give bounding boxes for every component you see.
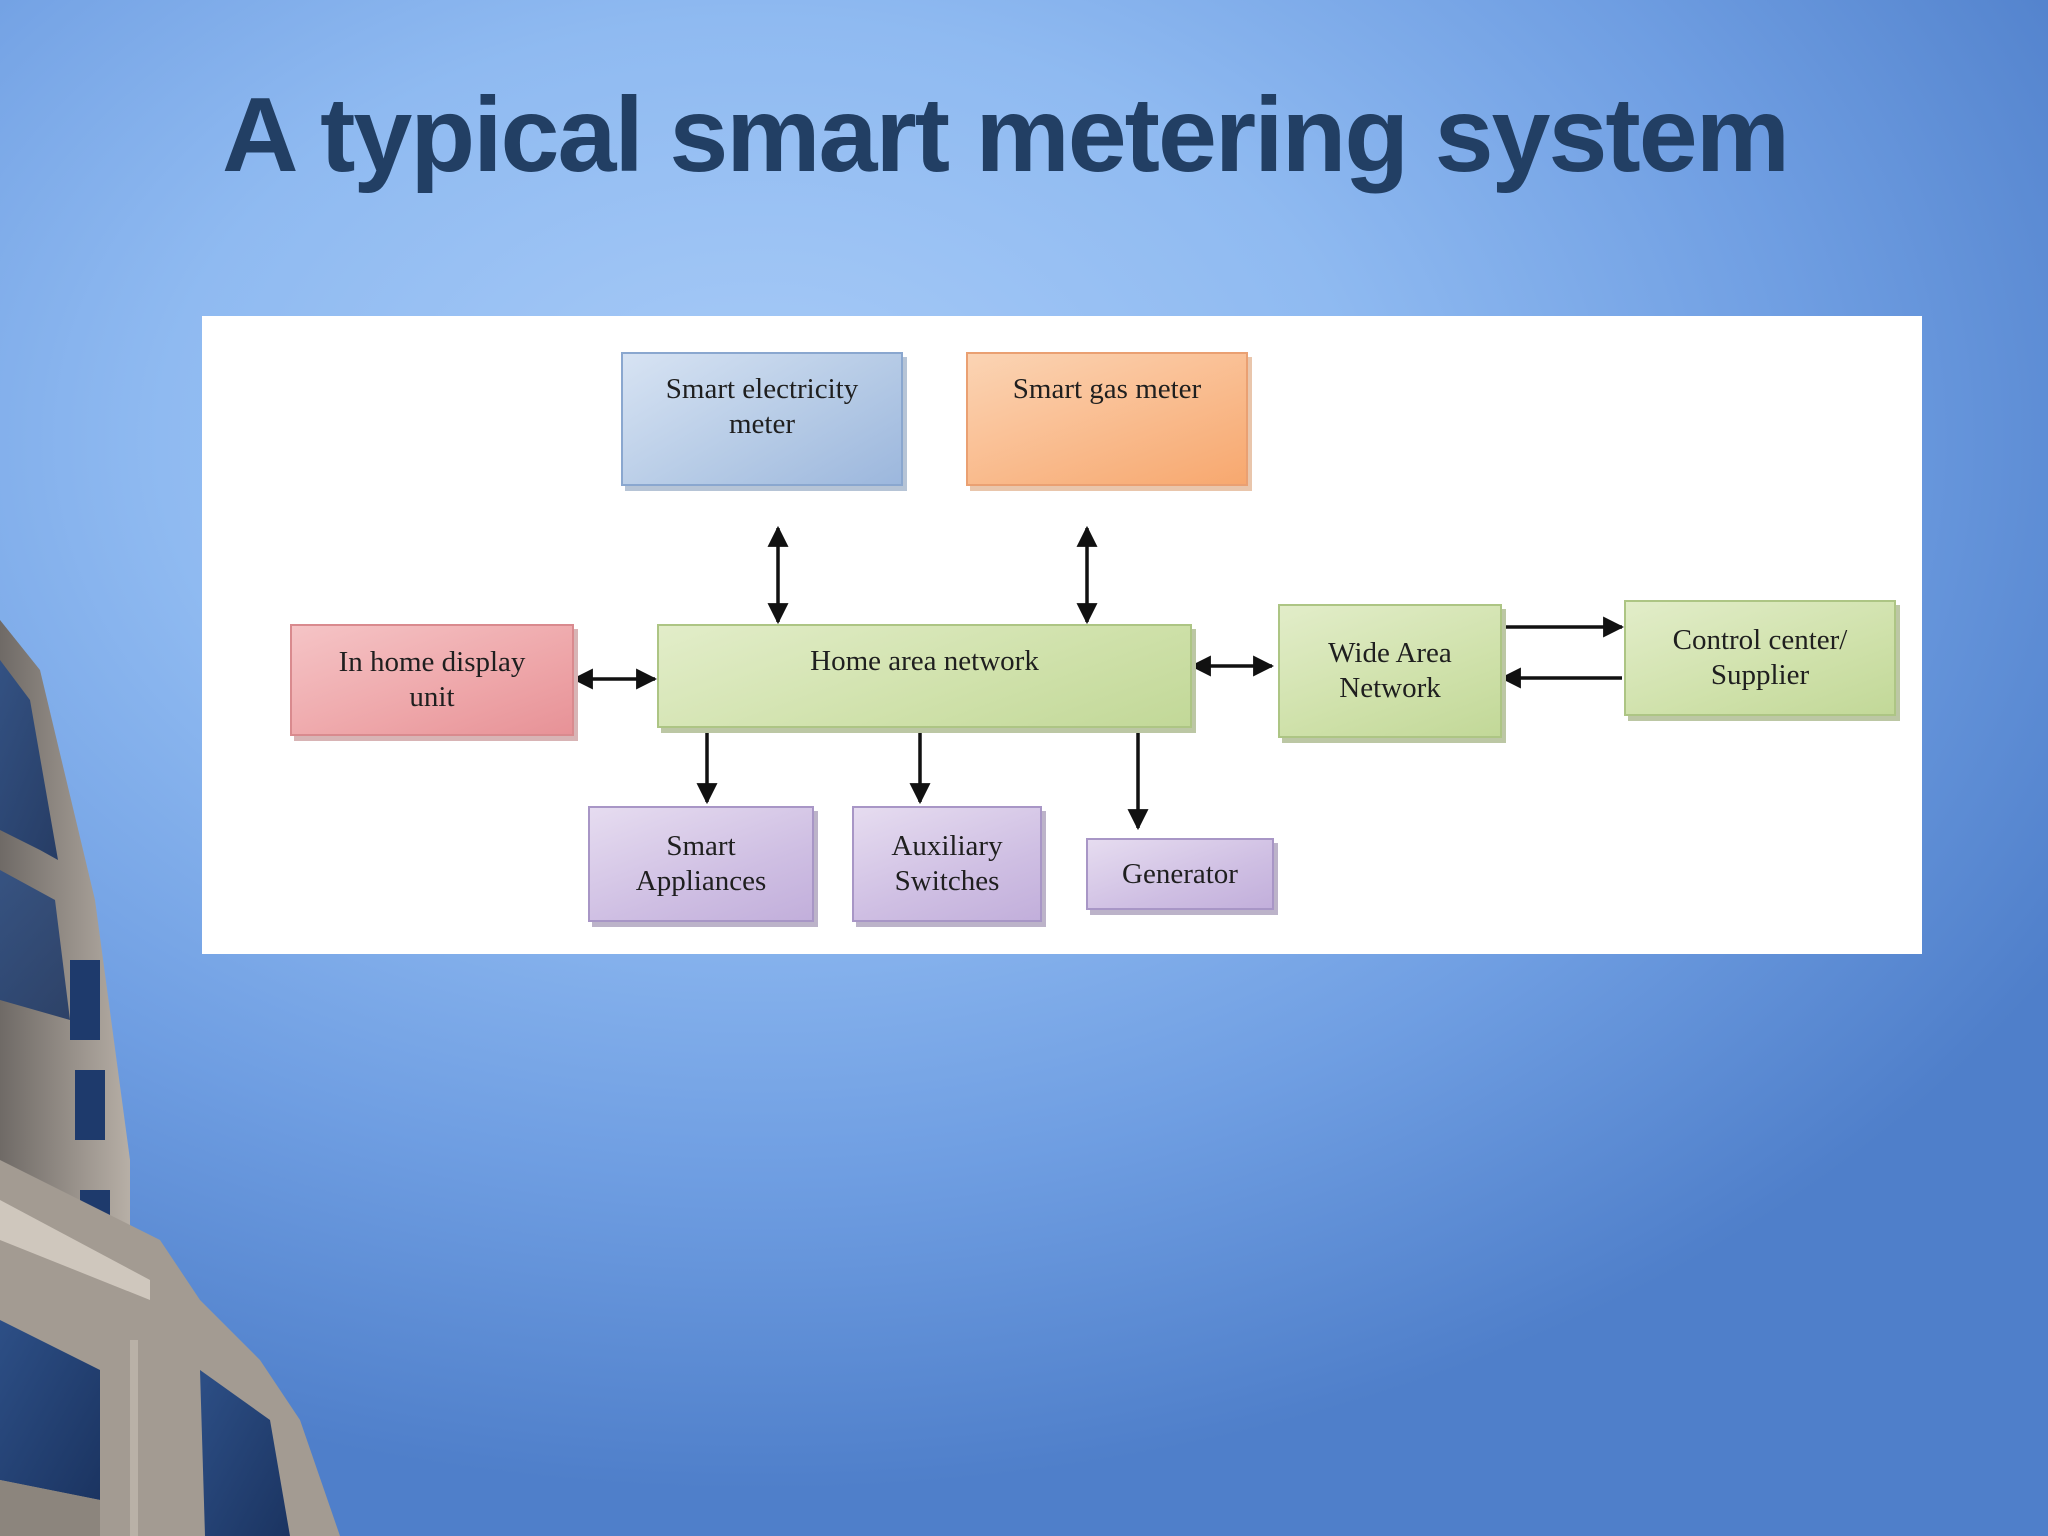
node-wide-area-network: Wide Area Network	[1278, 604, 1502, 738]
node-control-center: Control center/ Supplier	[1624, 600, 1896, 716]
building-illustration	[0, 620, 340, 1536]
node-auxiliary-switches: Auxiliary Switches	[852, 806, 1042, 922]
diagram-connectors	[571, 525, 1625, 831]
node-smart-gas-meter: Smart gas meter	[966, 352, 1248, 486]
node-home-area-network: Home area network	[657, 624, 1192, 728]
node-in-home-display: In home display unit	[290, 624, 574, 736]
node-smart-electricity-meter: Smart electricity meter	[621, 352, 903, 486]
node-smart-appliances: Smart Appliances	[588, 806, 814, 922]
diagram-panel: Smart electricity meter Smart gas meter …	[202, 316, 1922, 954]
slide-title: A typical smart metering system	[222, 76, 1790, 194]
node-generator: Generator	[1086, 838, 1274, 910]
